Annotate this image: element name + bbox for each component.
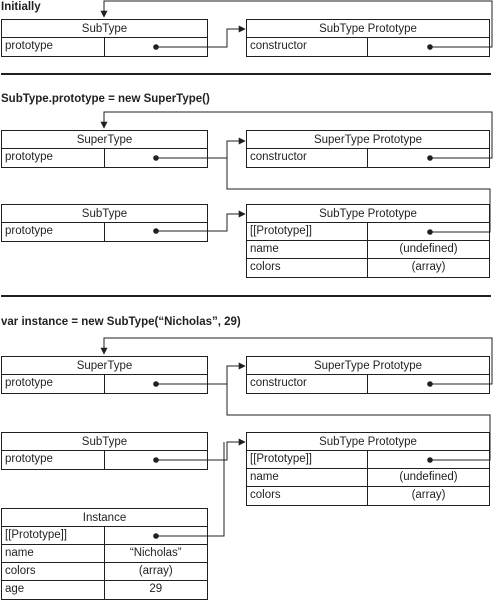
subtype-prototype-title: SubType Prototype: [247, 20, 489, 38]
name-row: name “Nicholas”: [2, 545, 207, 563]
heading-section-3: var instance = new SubType(“Nicholas”, 2…: [1, 316, 241, 328]
constructor-row: constructor: [247, 38, 489, 56]
row-key: prototype: [2, 375, 105, 393]
age-row: age 29: [2, 581, 207, 599]
subtype-box: SubType prototype: [1, 204, 208, 242]
subtype-prototype-box: SubType Prototype constructor: [246, 19, 490, 57]
row-key: constructor: [247, 38, 368, 56]
row-key: colors: [247, 487, 368, 505]
proto-slot-row: [[Prototype]]: [247, 223, 489, 241]
subtype-box: SubType prototype: [1, 19, 208, 57]
row-value: [105, 38, 208, 56]
subtype-title: SubType: [2, 433, 207, 451]
row-key: prototype: [2, 223, 105, 241]
row-key: colors: [247, 259, 368, 277]
name-row: name (undefined): [247, 241, 489, 259]
subtype-prototype-row: prototype: [2, 38, 207, 56]
section-divider: [1, 295, 491, 297]
proto-slot-row: [[Prototype]]: [247, 451, 489, 469]
row-key: prototype: [2, 38, 105, 56]
row-value: [105, 451, 208, 469]
row-value: (array): [411, 489, 446, 501]
row-key: colors: [2, 563, 105, 580]
supertype-prototype-row: prototype: [2, 375, 207, 393]
row-value: [368, 451, 489, 468]
row-key: [[Prototype]]: [247, 451, 368, 468]
supertype-box: SuperType prototype: [1, 356, 208, 394]
instance-title: Instance: [2, 509, 207, 527]
subtype-prototype-row: prototype: [2, 223, 207, 241]
supertype-prototype-box: SuperType Prototype constructor: [246, 356, 490, 394]
supertype-prototype-box: SuperType Prototype constructor: [246, 130, 490, 168]
instance-box: Instance [[Prototype]] name “Nicholas” c…: [1, 508, 208, 600]
row-value: (array): [411, 261, 446, 273]
row-value: [105, 223, 208, 241]
row-key: name: [247, 469, 368, 486]
subtype-prototype-row: prototype: [2, 451, 207, 469]
supertype-title: SuperType: [2, 357, 207, 375]
subtype-prototype-title: SubType Prototype: [247, 433, 489, 451]
constructor-row: constructor: [247, 149, 489, 167]
row-key: name: [247, 241, 368, 258]
subtype-box: SubType prototype: [1, 432, 208, 470]
row-value: [105, 527, 208, 544]
row-value: [105, 375, 208, 393]
row-key: constructor: [247, 375, 368, 393]
colors-row: colors (array): [247, 487, 489, 505]
supertype-prototype-row: prototype: [2, 149, 207, 167]
supertype-title: SuperType: [2, 131, 207, 149]
colors-row: colors (array): [2, 563, 207, 581]
row-value: [368, 375, 489, 393]
heading-section-2: SubType.prototype = new SuperType(): [1, 93, 210, 105]
row-key: age: [2, 581, 105, 599]
subtype-prototype-box: SubType Prototype [[Prototype]] name (un…: [246, 432, 490, 506]
subtype-prototype-title: SubType Prototype: [247, 205, 489, 223]
row-value: “Nicholas”: [129, 547, 182, 559]
supertype-prototype-title: SuperType Prototype: [247, 131, 489, 149]
section-divider: [1, 73, 491, 75]
name-row: name (undefined): [247, 469, 489, 487]
row-key: [[Prototype]]: [247, 223, 368, 240]
row-key: prototype: [2, 451, 105, 469]
subtype-title: SubType: [2, 20, 207, 38]
supertype-box: SuperType prototype: [1, 130, 208, 168]
heading-initially: Initially: [1, 1, 41, 13]
row-value: (undefined): [399, 471, 458, 483]
row-value: (array): [138, 565, 173, 577]
row-value: [368, 38, 489, 56]
constructor-row: constructor: [247, 375, 489, 393]
row-key: [[Prototype]]: [2, 527, 105, 544]
row-value: [368, 223, 489, 240]
subtype-prototype-box: SubType Prototype [[Prototype]] name (un…: [246, 204, 490, 278]
row-key: constructor: [247, 149, 368, 167]
row-key: name: [2, 545, 105, 562]
row-value: (undefined): [399, 243, 458, 255]
row-value: [368, 149, 489, 167]
colors-row: colors (array): [247, 259, 489, 277]
subtype-title: SubType: [2, 205, 207, 223]
supertype-prototype-title: SuperType Prototype: [247, 357, 489, 375]
proto-slot-row: [[Prototype]]: [2, 527, 207, 545]
row-value: 29: [149, 583, 163, 595]
row-key: prototype: [2, 149, 105, 167]
row-value: [105, 149, 208, 167]
